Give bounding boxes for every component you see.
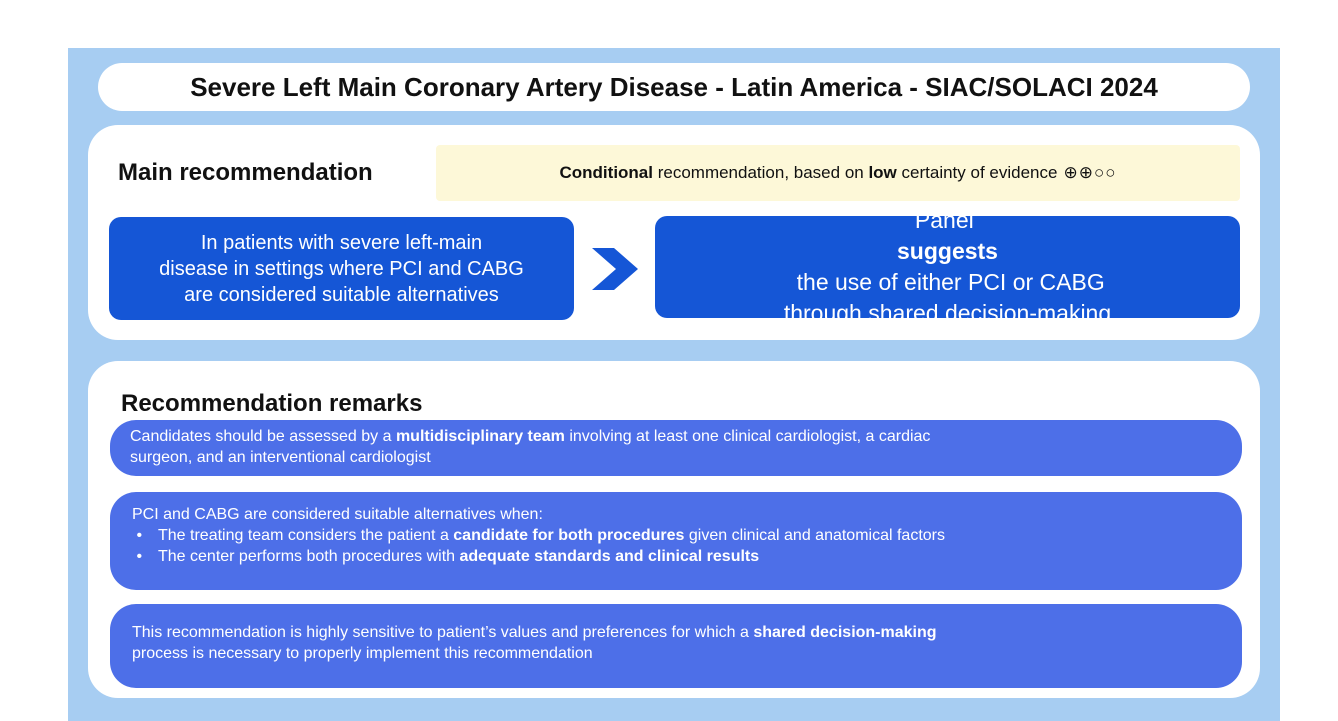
remark-1-line-1: Candidates should be assessed by a multi…: [130, 426, 1242, 447]
certainty-text-end: certainty of evidence: [896, 163, 1058, 182]
remark-shared-decision-making: This recommendation is highly sensitive …: [110, 604, 1242, 688]
suggestion-line-2: through shared decision-making: [783, 300, 1112, 326]
population-line-2: disease in settings where PCI and CABG: [159, 257, 524, 280]
certainty-level: low: [868, 163, 897, 182]
page-title-text: Severe Left Main Coronary Artery Disease…: [190, 71, 1158, 102]
bullet-1-pre: The treating team considers the patient …: [158, 527, 454, 544]
bullet-1-bold: candidate for both procedures: [453, 527, 685, 544]
certainty-of-evidence-box: Conditional recommendation, based on low…: [436, 145, 1240, 201]
page-title: Severe Left Main Coronary Artery Disease…: [98, 63, 1250, 111]
bullet-icon: •: [132, 527, 143, 544]
bullet-icon: •: [132, 548, 143, 565]
remark-2-bullet-2: • The center performs both procedures wit…: [132, 546, 1242, 567]
remark-1-bold: multidisciplinary team: [395, 428, 565, 445]
recommendation-remarks-heading: Recommendation remarks: [121, 390, 423, 417]
chevron-right-icon: [592, 248, 638, 290]
suggestion-box: Panel suggests the use of either PCI or …: [655, 207, 1240, 326]
remark-3-bold: shared decision-making: [753, 624, 937, 641]
suggestion-post: the use of either PCI or CABG: [790, 269, 1105, 295]
certainty-symbols: ⊕⊕○○: [1063, 163, 1117, 182]
population-line-3: are considered suitable alternatives: [184, 283, 499, 306]
certainty-text-mid: recommendation, based on: [652, 163, 869, 182]
suggestion-pre: Panel: [914, 207, 981, 233]
suggestion-bold: suggests: [897, 238, 998, 264]
recommendation-strength: Conditional: [559, 163, 653, 182]
remark-multidisciplinary-team: Candidates should be assessed by a multi…: [110, 420, 1242, 476]
remark-3-pre: This recommendation is highly sensitive …: [132, 624, 754, 641]
remark-1-line-2: surgeon, and an interventional cardiolog…: [130, 449, 431, 466]
remark-1-pre: Candidates should be assessed by a: [130, 428, 396, 445]
remark-2-bullet-1: • The treating team considers the patient…: [132, 525, 1242, 546]
remark-3-line-1: This recommendation is highly sensitive …: [132, 622, 1242, 643]
population-line-1: In patients with severe left-main: [200, 231, 483, 254]
bullet-2-bold: adequate standards and clinical results: [459, 548, 760, 565]
suggestion-line-1: Panel suggests the use of either PCI or …: [784, 205, 1111, 298]
population-box: In patients with severe left-main diseas…: [109, 217, 574, 320]
remark-1-post: involving at least one clinical cardiolo…: [564, 428, 931, 445]
remark-2-intro: PCI and CABG are considered suitable alt…: [132, 506, 543, 523]
bullet-2-pre: The center performs both procedures with: [158, 548, 460, 565]
main-recommendation-heading: Main recommendation: [118, 159, 373, 186]
bullet-1-post: given clinical and anatomical factors: [684, 527, 945, 544]
remark-3-line-2: process is necessary to properly impleme…: [132, 645, 593, 662]
remark-suitable-alternatives: PCI and CABG are considered suitable alt…: [110, 492, 1242, 590]
